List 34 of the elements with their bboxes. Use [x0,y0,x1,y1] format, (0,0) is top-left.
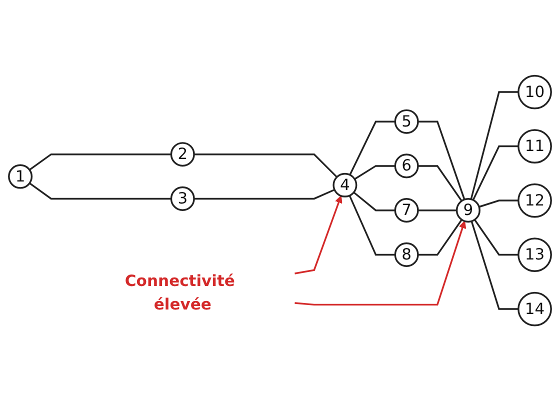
node-circle: 3 [170,186,195,211]
connector [194,188,335,200]
node-circle: 6 [394,154,419,178]
connector [29,153,172,171]
node-circle: 9 [456,198,480,223]
node-text: Connectivité élevée [124,272,235,314]
connector [474,219,518,256]
node-circle: 1 [8,164,33,189]
node-circle: 11 [518,129,552,164]
connector [470,91,518,200]
connector [348,195,396,256]
connector [478,200,518,208]
connector [470,220,518,310]
connector [418,219,462,256]
connector [472,145,518,200]
arrow [294,196,342,274]
connector [349,120,396,176]
connector [418,165,462,202]
connector [418,209,457,212]
connector [353,192,396,212]
node-circle: 14 [518,292,552,326]
node-circle: 4 [332,172,358,198]
connector [194,153,338,178]
node-circle: 5 [394,109,419,134]
node-circle: 8 [394,242,419,267]
connector [354,165,396,180]
node-circle: 12 [518,183,552,218]
connector [418,120,466,200]
arrow [294,220,466,306]
connector [29,182,172,200]
node-circle: 7 [394,198,419,223]
node-circle: 10 [518,74,552,110]
node-circle: 2 [170,142,195,167]
node-circle: 13 [518,238,552,272]
